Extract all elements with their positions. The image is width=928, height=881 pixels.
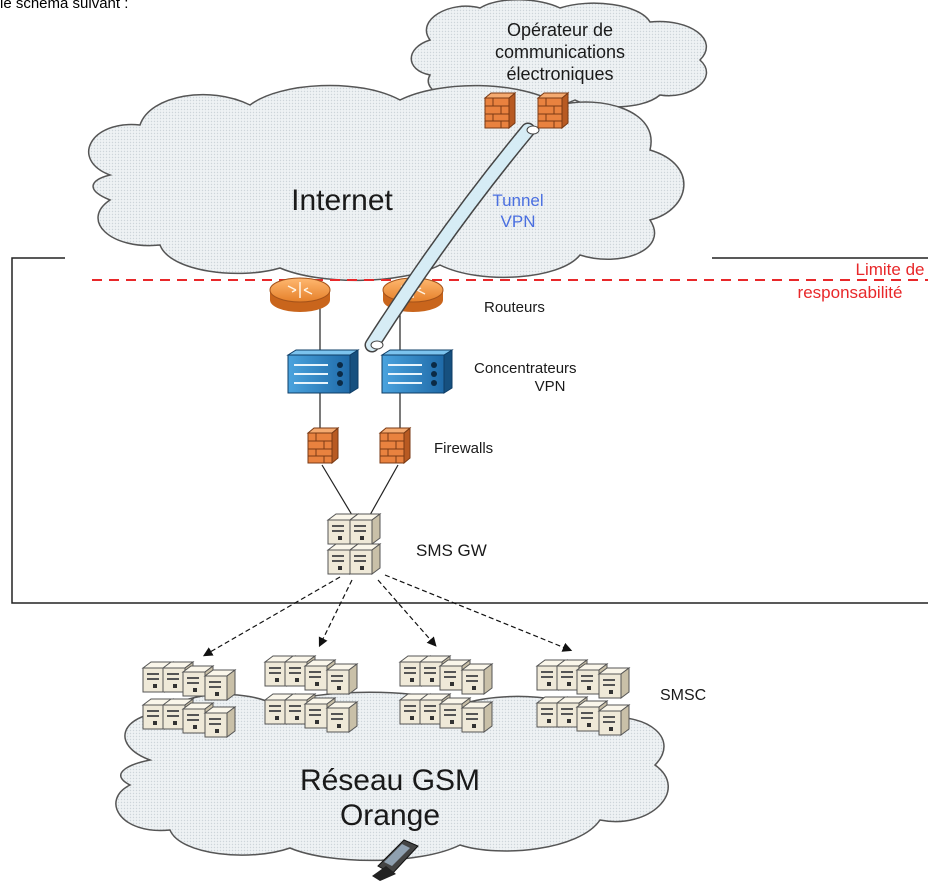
concentrators-label-line1: Concentrateurs <box>474 360 577 377</box>
internet-cloud: Internet <box>88 84 685 282</box>
routers-label: Routeurs <box>484 299 545 316</box>
gateway-label: SMS GW <box>416 541 487 560</box>
concentrator-right <box>381 349 453 394</box>
sms-gateway <box>327 513 381 575</box>
gsm-label-line1: Réseau GSM <box>300 764 480 797</box>
boundary-label-line1: Limite de <box>856 260 925 279</box>
smsc-cluster-1 <box>142 661 236 738</box>
firewall-right <box>379 427 411 464</box>
internet-label: Internet <box>291 184 393 217</box>
vpn-tunnel <box>364 122 540 353</box>
concentrators-label-line2: VPN <box>535 378 566 395</box>
mobile-phone-icon <box>372 839 419 881</box>
router-left <box>269 277 331 313</box>
intro-text: le schéma suivant : <box>0 0 129 12</box>
operator-label-line1: Opérateur de <box>507 20 613 40</box>
smsc-cluster-3 <box>399 655 493 733</box>
operator-label-line2: communications <box>495 42 625 62</box>
smsc-cluster-2 <box>264 655 358 733</box>
firewalls-label: Firewalls <box>434 440 493 457</box>
firewall-left <box>307 427 339 464</box>
operator-cloud: Opérateur de communications électronique… <box>410 0 708 109</box>
smsc-cluster-4 <box>536 659 630 736</box>
operator-label-line3: électroniques <box>506 64 613 84</box>
gsm-cloud: Réseau GSM Orange <box>115 691 669 862</box>
responsibility-frame <box>11 257 928 604</box>
operator-firewall-right <box>537 92 569 129</box>
tunnel-label-line2: VPN <box>501 212 536 231</box>
tunnel-label-line1: Tunnel <box>492 191 543 210</box>
gateway-arrows <box>202 574 573 657</box>
operator-firewall-left <box>484 92 516 129</box>
gsm-label-line2: Orange <box>340 799 440 832</box>
boundary-label-line2: responsabilité <box>798 283 903 302</box>
concentrator-left <box>287 349 359 394</box>
smsc-label: SMSC <box>660 687 706 704</box>
